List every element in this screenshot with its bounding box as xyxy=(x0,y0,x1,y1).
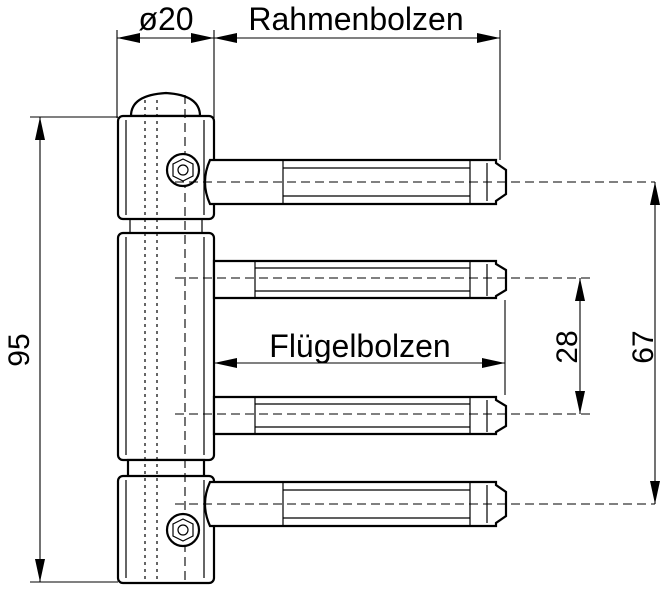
centerlines xyxy=(175,181,655,505)
sash-bolts-label: Flügelbolzen xyxy=(269,328,450,364)
outer-spacing-dimension: 67 xyxy=(627,182,660,504)
frame-bolts-label: Rahmenbolzen xyxy=(248,1,463,37)
height-dimension: 95 xyxy=(3,116,118,583)
sash-bolt-lower xyxy=(212,395,508,436)
sash-bolt-upper xyxy=(212,259,508,300)
top-screw-icon xyxy=(165,152,201,188)
inner-spacing-label: 28 xyxy=(551,330,584,363)
diameter-label: ø20 xyxy=(138,1,193,37)
frame-bolt-bottom xyxy=(203,480,508,528)
diameter-dimension: ø20 Rahmenbolzen xyxy=(116,1,501,160)
sash-bolts-dimension: Flügelbolzen xyxy=(214,300,506,395)
outer-spacing-label: 67 xyxy=(627,330,660,363)
height-label: 95 xyxy=(3,333,36,366)
inner-spacing-dimension: 28 xyxy=(551,278,585,414)
bottom-screw-icon xyxy=(165,512,201,548)
